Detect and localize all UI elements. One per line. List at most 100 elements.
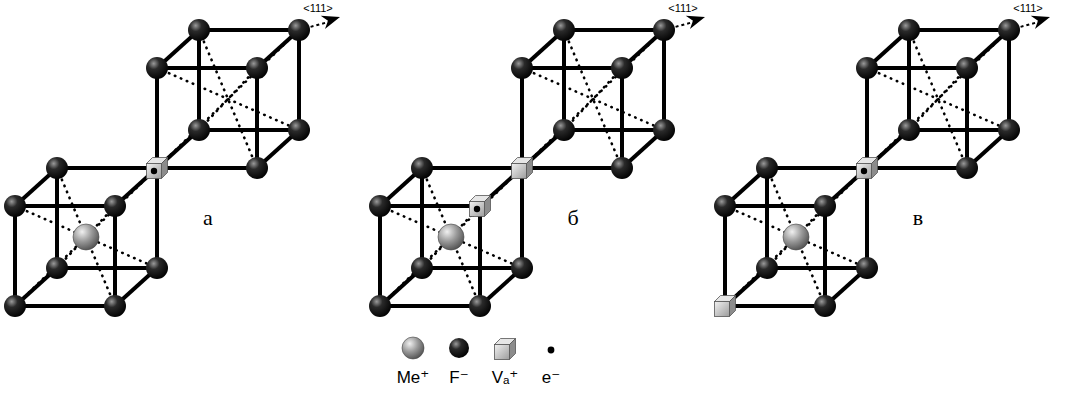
fluoride-ion [756, 257, 778, 279]
cube-edge [55, 168, 59, 268]
fluoride-ion [104, 195, 126, 217]
lattice-panel [369, 16, 705, 317]
cube-edge [723, 206, 727, 306]
fluoride-ion [104, 295, 126, 317]
vacancy [512, 158, 533, 179]
cube-edge [965, 68, 969, 168]
body-diagonal [767, 206, 825, 268]
lattice-panel [4, 16, 340, 317]
body-diagonal [157, 68, 299, 130]
fluoride-ion [898, 119, 920, 141]
legend-label: Vₐ⁺ [492, 369, 519, 386]
legend-sample [398, 333, 428, 363]
cube-edge [564, 28, 664, 32]
cube-edge [520, 68, 524, 168]
cube-edge [157, 66, 257, 70]
cube-edge [562, 30, 566, 130]
metal-ion [438, 224, 464, 250]
legend-sample [490, 333, 520, 363]
cube-edge [767, 266, 867, 270]
cube-edge [867, 166, 967, 170]
cube-edge [422, 166, 522, 170]
fluoride-ion [756, 157, 778, 179]
cube-edge [478, 206, 482, 306]
legend-label: F⁻ [449, 369, 468, 386]
cube-edge [113, 206, 117, 306]
fluoride-ion [449, 338, 469, 358]
fluoride-ion [146, 57, 168, 79]
cube-edge [199, 128, 299, 132]
body-diagonal [15, 206, 157, 268]
cube-edge [13, 206, 17, 306]
fluoride-ion [956, 57, 978, 79]
cube-edge [909, 28, 1009, 32]
fluoride-ion [246, 157, 268, 179]
body-diagonal [157, 30, 299, 168]
cube-edge [564, 128, 664, 132]
vacancy [495, 339, 516, 360]
fluoride-ion [411, 157, 433, 179]
cube-edge [57, 266, 157, 270]
fluoride-ion [369, 195, 391, 217]
cube-edge [522, 166, 622, 170]
fluoride-ion [288, 119, 310, 141]
fluoride-ion [898, 19, 920, 41]
direction-arrowhead [321, 16, 340, 29]
cube-edge [823, 206, 827, 306]
fluoride-ion [814, 295, 836, 317]
fluoride-ion [653, 19, 675, 41]
cube-edge [620, 68, 624, 168]
fluoride-ion [188, 19, 210, 41]
fluoride-ion [369, 295, 391, 317]
body-diagonal [522, 68, 664, 130]
fluoride-ion [856, 57, 878, 79]
legend-entry: Vₐ⁺ [482, 333, 528, 393]
cube-edge [197, 30, 201, 130]
fluoride-ion [246, 57, 268, 79]
electron [548, 347, 555, 354]
legend-label: Me⁺ [397, 369, 430, 386]
body-diagonal [725, 168, 867, 306]
body-diagonal [767, 168, 825, 306]
body-diagonal [867, 68, 1009, 130]
fluoride-ion [611, 57, 633, 79]
body-diagonal [57, 206, 115, 268]
body-diagonal [422, 168, 480, 306]
cube-edge [15, 204, 115, 208]
body-diagonal [522, 30, 664, 168]
legend-entry: Me⁺ [390, 333, 436, 393]
cube-edge [865, 168, 869, 268]
metal-ion [73, 224, 99, 250]
cube-edge [725, 204, 825, 208]
fluoride-ion [814, 195, 836, 217]
panel-letter: б [567, 207, 578, 229]
cube-edge [378, 206, 382, 306]
panel-letter: в [913, 207, 923, 229]
cube-edge [155, 68, 159, 168]
body-diagonal [909, 68, 967, 130]
cube-edge [422, 266, 522, 270]
body-diagonal [867, 30, 1009, 168]
cube-edge [255, 68, 259, 168]
fluoride-ion [856, 257, 878, 279]
body-diagonal [564, 68, 622, 130]
fluoride-ion [956, 157, 978, 179]
cube-edge [297, 30, 301, 130]
fluoride-ion [553, 119, 575, 141]
cube-edge [1007, 30, 1011, 130]
fluoride-ion [653, 119, 675, 141]
cube-edge [57, 166, 157, 170]
fluoride-ion [4, 195, 26, 217]
fluoride-ion [469, 295, 491, 317]
fluoride-ion [146, 257, 168, 279]
direction-label: <111> [668, 3, 698, 14]
direction-label: <111> [303, 3, 333, 14]
body-diagonal [15, 168, 157, 306]
cube-edge [909, 128, 1009, 132]
direction-label: <111> [1013, 3, 1043, 14]
fluoride-ion [553, 19, 575, 41]
lattice-panel [714, 16, 1050, 317]
cube-edge [907, 30, 911, 130]
cube-edge [155, 168, 159, 268]
